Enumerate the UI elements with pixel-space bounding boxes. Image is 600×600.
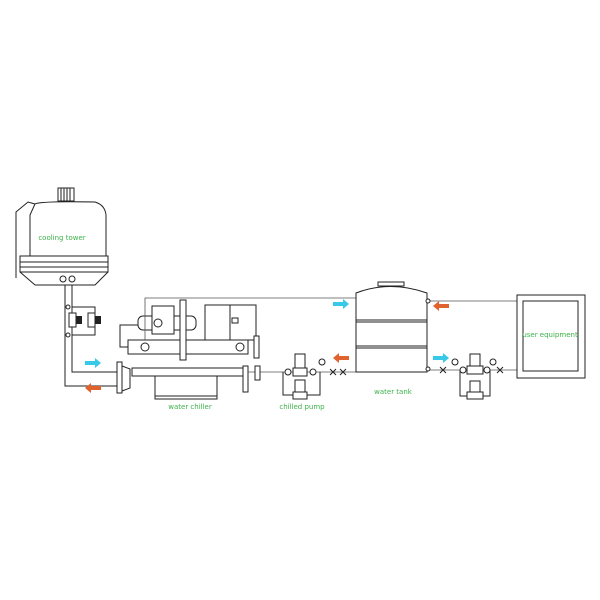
return-arrow-icon [333,353,349,363]
return-arrow-icon [85,383,101,393]
user-supply-pumps [439,353,504,400]
fan-motor-icon [57,187,75,202]
water-tank: water tank [355,281,431,396]
user-equipment-label: user equipment [522,331,578,339]
water-chiller: water chiller [116,299,260,411]
supply-arrow-icon [333,299,349,309]
return-arrow-icon [433,301,449,311]
water-chiller-label: water chiller [168,403,212,411]
water-tank-label: water tank [374,388,413,396]
chilled-pump: chilled pump [279,353,347,411]
pump-motor-icon [294,379,306,393]
chilled-pump-label: chilled pump [279,403,325,411]
cooling-tower: cooling tower [15,187,109,286]
cooling-water-piping [64,285,118,387]
pump-motor-icon [294,353,306,369]
pump-motor-icon [469,380,481,393]
cooling-tower-label: cooling tower [38,234,85,242]
supply-arrow-icon [85,358,101,368]
flow-arrows [85,299,449,393]
user-equipment: user equipment [516,294,586,379]
pump-motor-icon [469,353,481,368]
supply-arrow-icon [433,353,449,363]
